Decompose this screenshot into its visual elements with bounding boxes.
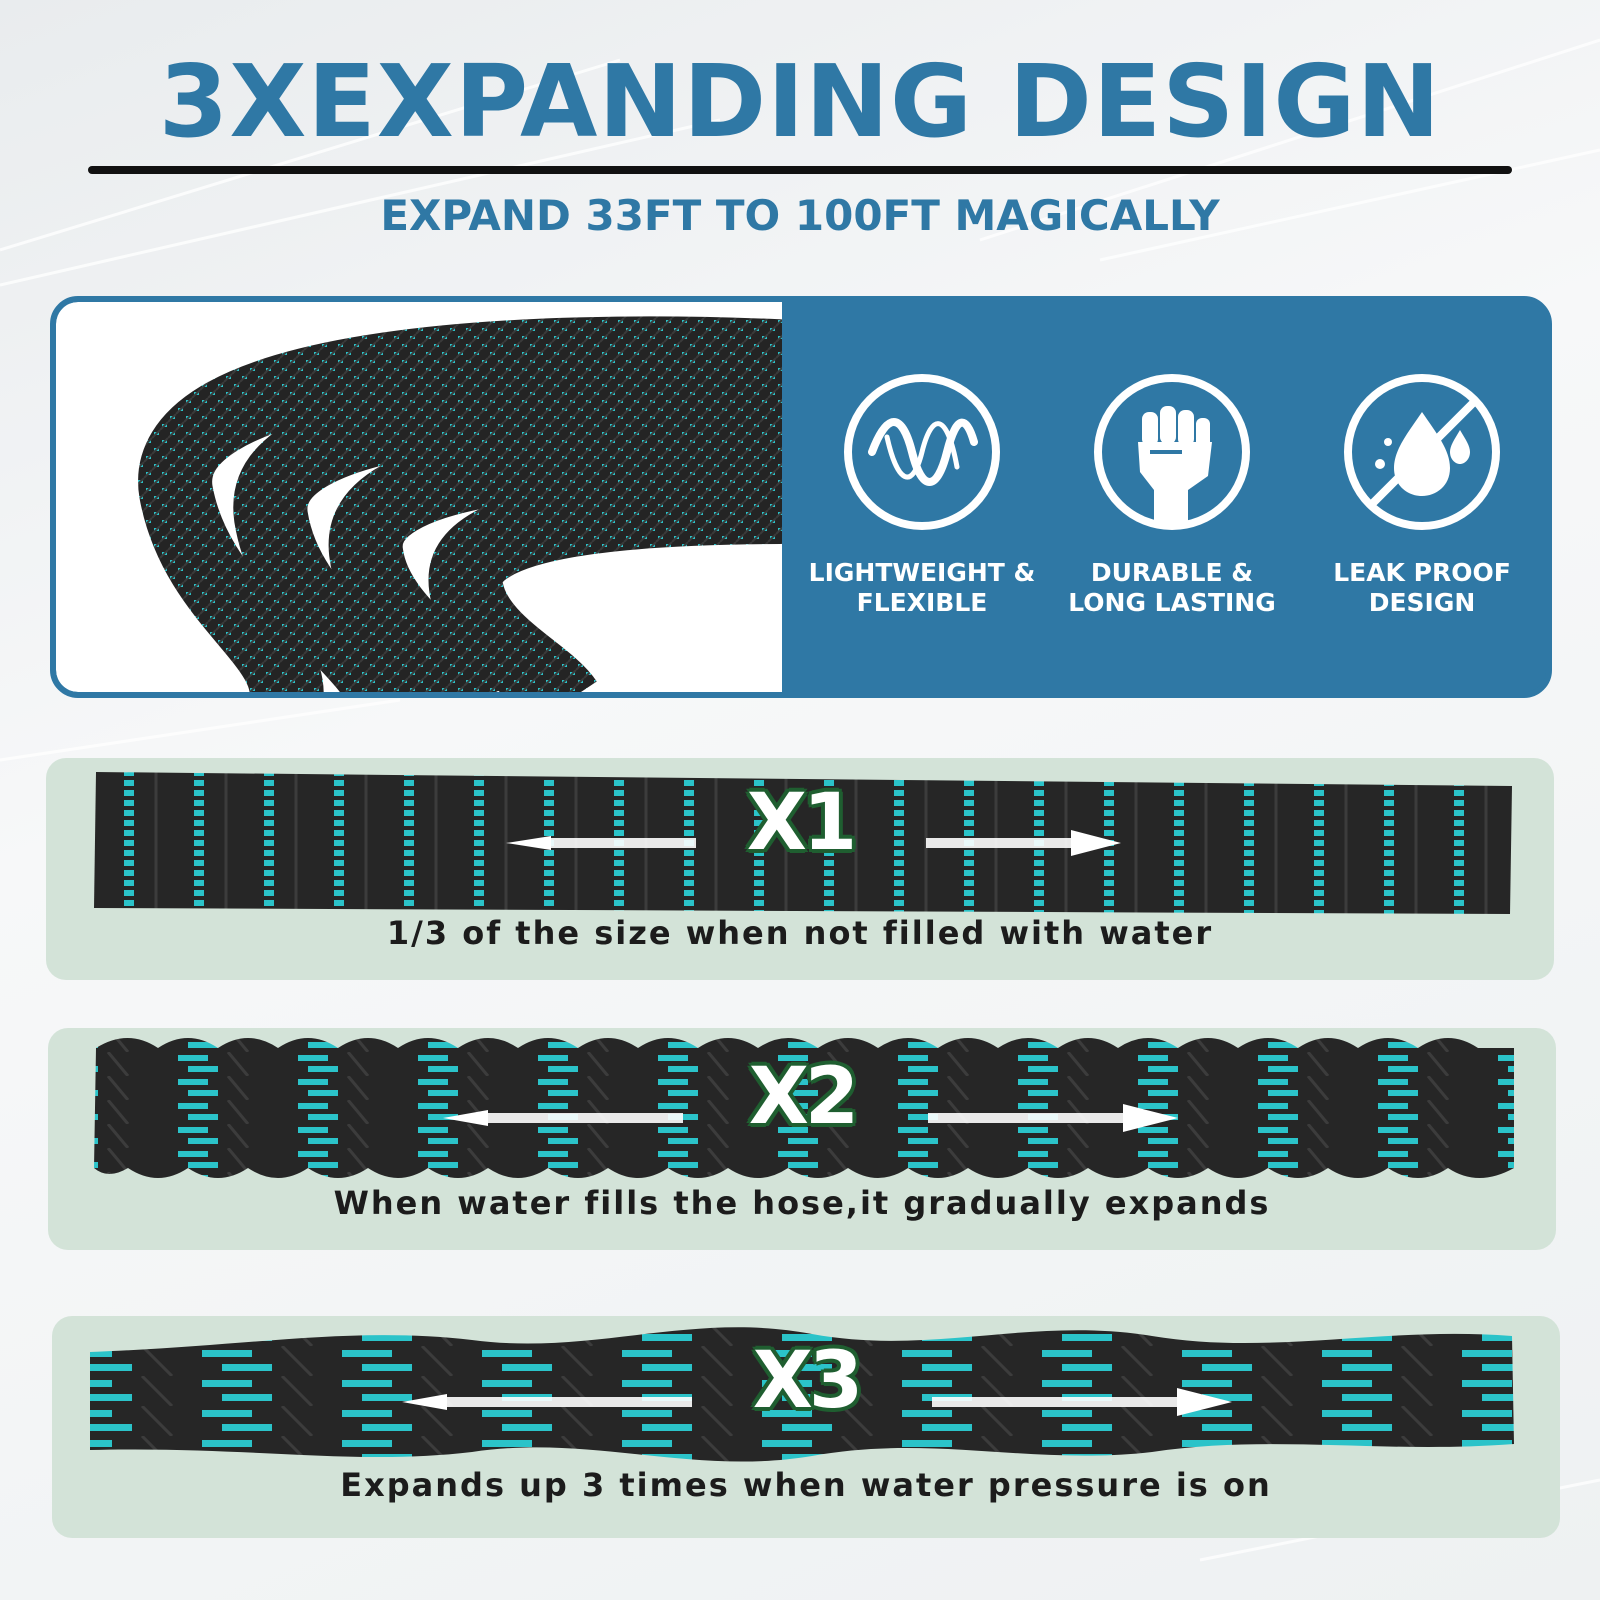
feature-label: LEAK PROOF DESIGN	[1333, 558, 1511, 617]
hose-x1-illustration	[94, 772, 1512, 914]
stage-x1: X1 1/3 of the size when not filled with …	[46, 758, 1554, 980]
feature-panel: LIGHTWEIGHT & FLEXIBLE DURABLE & LONG LA…	[50, 296, 1552, 698]
stage-caption: 1/3 of the size when not filled with wat…	[386, 914, 1214, 952]
stage-caption: When water fills the hose,it gradually e…	[333, 1184, 1271, 1222]
fist-icon	[1094, 374, 1250, 530]
feature-leak-proof: LEAK PROOF DESIGN	[1292, 372, 1546, 618]
feature-lightweight: LIGHTWEIGHT & FLEXIBLE	[792, 372, 1052, 618]
multiplier-label: X3	[752, 1336, 863, 1426]
multiplier-label: X2	[748, 1052, 859, 1142]
multiplier-label: X1	[746, 778, 857, 868]
stage-x2: X2 When water fills the hose,it graduall…	[48, 1028, 1556, 1250]
hose-x3-illustration	[90, 1327, 1514, 1462]
title-divider	[88, 166, 1512, 174]
stage-x3: X3 Expands up 3 times when water pressur…	[52, 1316, 1560, 1538]
feature-durable: DURABLE & LONG LASTING	[1042, 372, 1302, 618]
stage-caption: Expands up 3 times when water pressure i…	[340, 1466, 1272, 1504]
features-row: LIGHTWEIGHT & FLEXIBLE DURABLE & LONG LA…	[792, 302, 1546, 692]
no-leak-drop-icon	[1344, 374, 1500, 530]
wave-icon	[844, 374, 1000, 530]
hose-x2-illustration	[94, 1038, 1514, 1178]
hose-coil-photo	[56, 302, 782, 692]
feature-label: LIGHTWEIGHT & FLEXIBLE	[808, 558, 1036, 617]
feature-label: DURABLE & LONG LASTING	[1068, 558, 1276, 617]
hose-coil-illustration	[138, 316, 782, 692]
page-title: 3XEXPANDING DESIGN	[158, 43, 1442, 160]
page-subtitle: EXPAND 33FT TO 100FT MAGICALLY	[380, 191, 1220, 240]
